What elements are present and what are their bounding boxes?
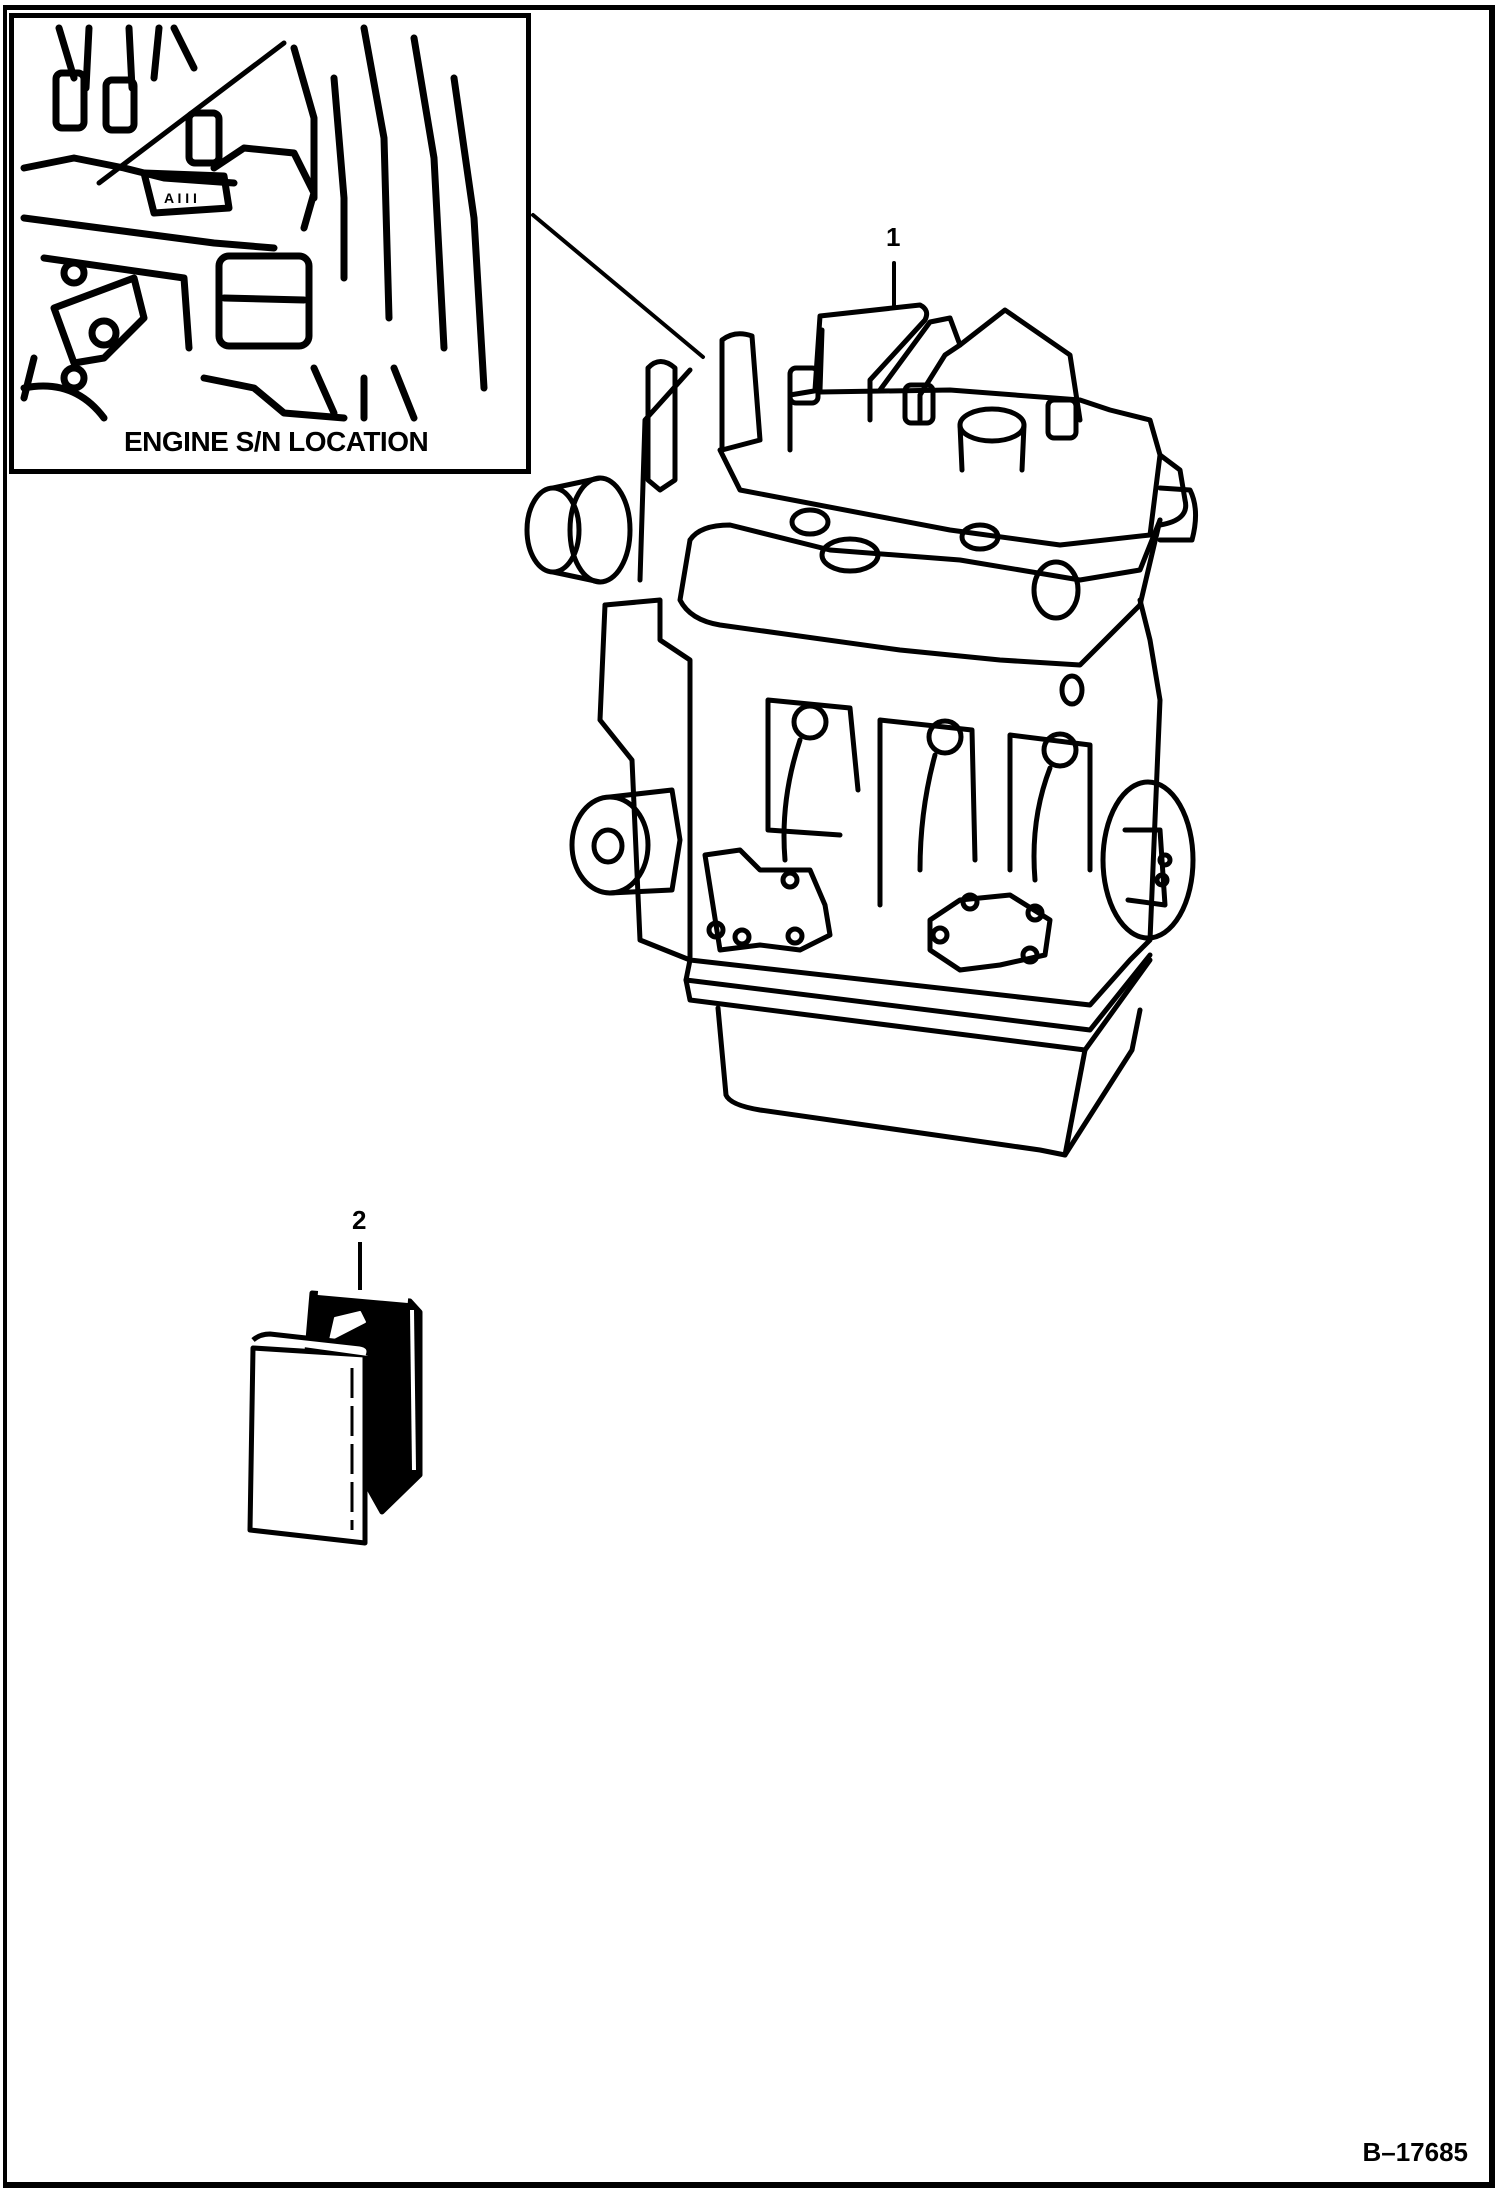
inset-caption: ENGINE S/N LOCATION (124, 426, 429, 457)
callout-2-box: 2 (352, 1205, 367, 1235)
drawing-frame (3, 5, 1495, 2188)
figure-id: B–17685 (1362, 2137, 1468, 2167)
engine-detail-illustration: A I I I (20, 24, 488, 422)
svg-text:A I I I: A I I I (164, 190, 197, 206)
callout-1-engine: 1 (886, 222, 901, 252)
engine-sn-location-inset: A I I I ENGINE S/N LOCATION (9, 13, 531, 474)
